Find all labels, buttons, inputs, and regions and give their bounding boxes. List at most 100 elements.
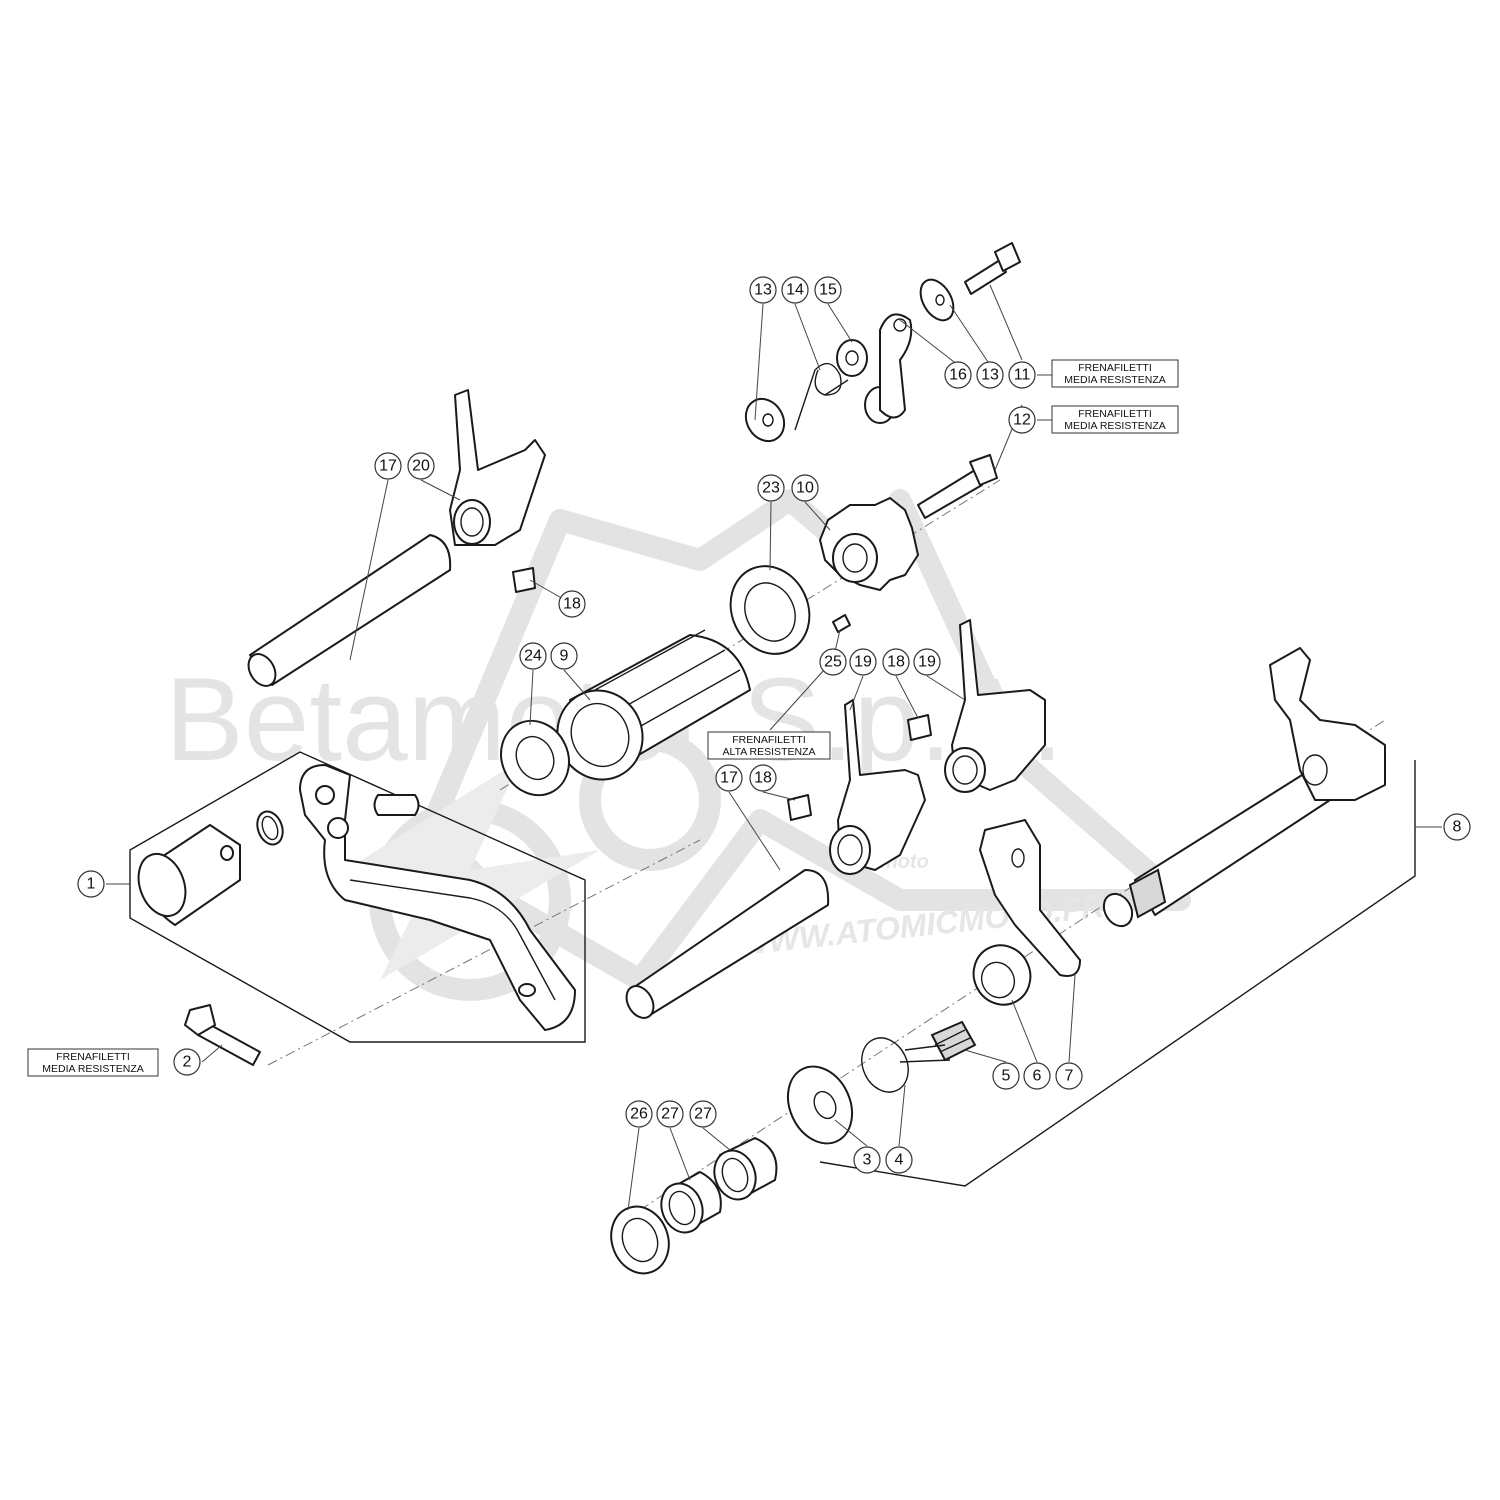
callout-26: 26	[625, 1100, 653, 1128]
part-selector-lever-16	[879, 313, 913, 419]
part-bush-27a	[713, 1137, 778, 1201]
svg-text:FRENAFILETTI: FRENAFILETTI	[1078, 408, 1152, 420]
svg-text:ALTA RESISTENZA: ALTA RESISTENZA	[723, 746, 816, 758]
part-bearing-23	[729, 565, 811, 655]
part-oring	[256, 810, 284, 846]
callout-18a: 18	[558, 590, 586, 618]
note-threadlock-25: FRENAFILETTI ALTA RESISTENZA	[707, 731, 831, 760]
part-collar-6	[972, 944, 1032, 1006]
part-washer-13a	[744, 397, 786, 443]
svg-text:6: 6	[1033, 1068, 1042, 1085]
callout-13: 13	[749, 276, 777, 304]
part-washer-13b	[919, 278, 955, 322]
callout-8: 8	[1443, 813, 1471, 841]
svg-text:25: 25	[824, 654, 842, 671]
part-bolt-12	[917, 454, 998, 519]
svg-text:7: 7	[1065, 1068, 1074, 1085]
part-shift-fork-19a	[829, 699, 926, 875]
callout-13b: 13	[976, 361, 1004, 389]
callout-20: 20	[407, 452, 435, 480]
part-shift-fork-19b	[944, 619, 1046, 793]
part-roller-upper	[512, 567, 536, 593]
part-bolt-11	[964, 242, 1021, 295]
callout-1: 1	[77, 870, 105, 898]
part-shift-plate-7	[979, 819, 1081, 977]
svg-text:MEDIA RESISTENZA: MEDIA RESISTENZA	[1064, 374, 1166, 386]
svg-text:8: 8	[1453, 819, 1462, 836]
svg-text:18: 18	[887, 654, 905, 671]
part-spring-5	[930, 1020, 977, 1062]
note-threadlock-12: FRENAFILETTI MEDIA RESISTENZA	[1051, 405, 1179, 434]
callout-11: 11	[1008, 361, 1036, 389]
callout-5: 5	[992, 1062, 1020, 1090]
callout-23: 23	[757, 474, 785, 502]
callout-17a: 17	[374, 452, 402, 480]
shaft-assembly-outline	[819, 760, 1416, 1187]
svg-text:27: 27	[694, 1106, 712, 1123]
part-shift-fork-upper	[449, 389, 546, 546]
part-pin	[373, 794, 420, 816]
part-pin-25	[832, 614, 851, 633]
pedal-assembly-outline	[129, 751, 586, 1043]
axis-bolt	[267, 839, 701, 1066]
svg-text:4: 4	[895, 1152, 904, 1169]
part-bush-27b	[660, 1171, 722, 1234]
svg-text:14: 14	[786, 282, 804, 299]
svg-text:16: 16	[949, 367, 967, 384]
svg-text:1: 1	[87, 876, 96, 893]
part-shift-pedal	[299, 764, 576, 1031]
svg-text:10: 10	[796, 480, 814, 497]
svg-text:5: 5	[1002, 1068, 1011, 1085]
svg-text:27: 27	[661, 1106, 679, 1123]
part-sleeve	[137, 824, 241, 926]
callout-3: 3	[853, 1146, 881, 1174]
callout-18b: 18	[882, 648, 910, 676]
callout-19a: 19	[849, 648, 877, 676]
callout-10: 10	[791, 474, 819, 502]
note-threadlock-11: FRENAFILETTI MEDIA RESISTENZA	[1051, 359, 1179, 388]
callout-14: 14	[781, 276, 809, 304]
callout-9: 9	[550, 642, 578, 670]
svg-text:13: 13	[754, 282, 772, 299]
part-selector-drum-9	[556, 629, 751, 781]
callout-19b: 19	[913, 648, 941, 676]
svg-text:2: 2	[183, 1054, 192, 1071]
part-spring-14	[794, 362, 849, 431]
callout-24: 24	[519, 642, 547, 670]
part-index-star-10	[819, 497, 919, 591]
svg-text:9: 9	[560, 648, 569, 665]
svg-text:MEDIA RESISTENZA: MEDIA RESISTENZA	[42, 1063, 144, 1075]
svg-text:18: 18	[563, 596, 581, 613]
callout-12: 12	[1008, 406, 1036, 434]
part-spring-4	[861, 1037, 951, 1093]
svg-text:19: 19	[854, 654, 872, 671]
part-shift-shaft-8	[1102, 647, 1386, 928]
watermark-logo-bolt	[330, 760, 600, 980]
svg-text:11: 11	[1014, 367, 1031, 384]
svg-text:15: 15	[819, 282, 837, 299]
svg-text:12: 12	[1013, 412, 1031, 429]
svg-text:17: 17	[720, 770, 738, 787]
callout-7: 7	[1055, 1062, 1083, 1090]
part-washer-3	[786, 1065, 854, 1145]
callout-17b: 17	[715, 764, 743, 792]
part-bearing-24	[500, 719, 570, 797]
svg-text:19: 19	[918, 654, 936, 671]
svg-text:24: 24	[524, 648, 542, 665]
svg-text:17: 17	[379, 458, 397, 475]
svg-text:FRENAFILETTI: FRENAFILETTI	[56, 1051, 130, 1063]
svg-text:MEDIA RESISTENZA: MEDIA RESISTENZA	[1064, 420, 1166, 432]
leader-lines	[106, 284, 1442, 1211]
svg-text:20: 20	[412, 458, 430, 475]
callout-6: 6	[1023, 1062, 1051, 1090]
callout-4: 4	[885, 1146, 913, 1174]
callout-18c: 18	[749, 764, 777, 792]
svg-text:FRENAFILETTI: FRENAFILETTI	[732, 734, 806, 746]
part-fork-rod-upper	[247, 534, 452, 687]
svg-text:23: 23	[762, 480, 780, 497]
callout-15: 15	[814, 276, 842, 304]
callout-16: 16	[944, 361, 972, 389]
svg-text:FRENAFILETTI: FRENAFILETTI	[1078, 362, 1152, 374]
note-threadlock-2: FRENAFILETTI MEDIA RESISTENZA	[27, 1048, 159, 1077]
